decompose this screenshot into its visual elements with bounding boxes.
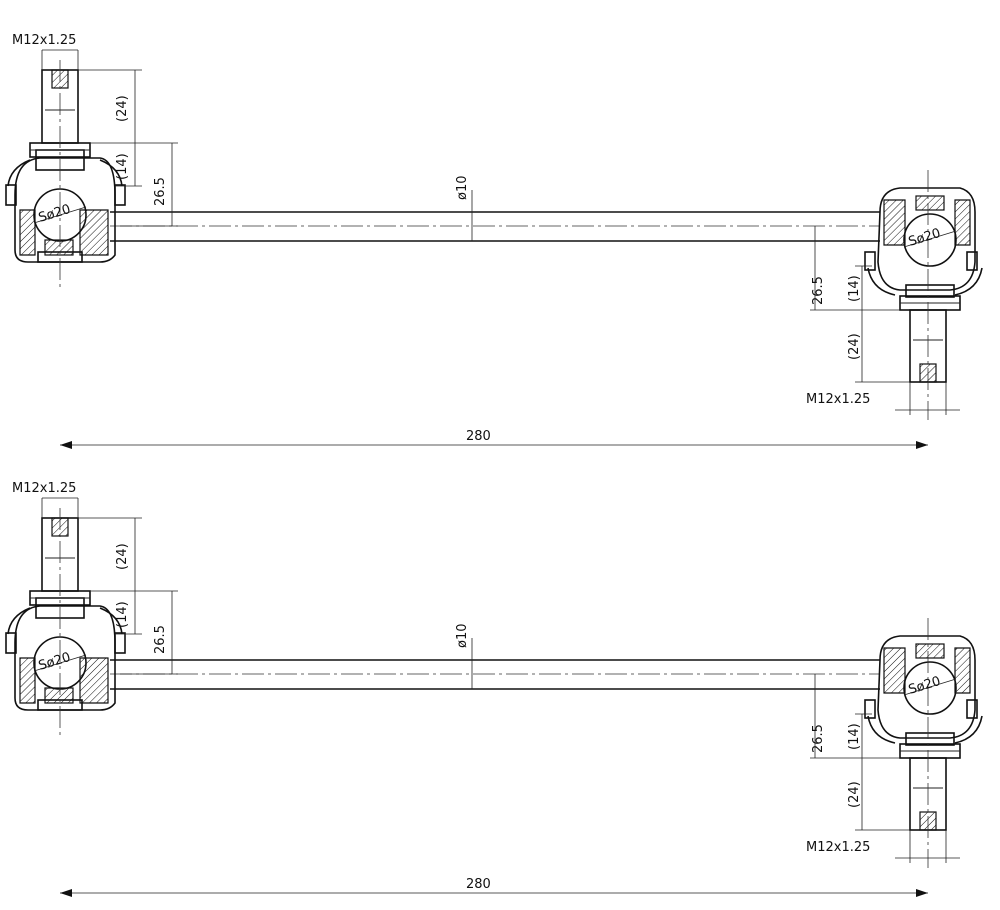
offset-left: 26.5: [153, 177, 168, 206]
nut-height-left: (14): [115, 153, 130, 180]
rod-diameter: ø10: [455, 624, 470, 649]
rod: [110, 211, 880, 242]
ball-diameter-right: Sø20: [907, 674, 943, 698]
ball-diameter-right: Sø20: [907, 226, 943, 250]
thread-label-right: M12x1.25: [806, 840, 870, 855]
ball-diameter-left: Sø20: [37, 650, 73, 674]
thread-label-right: M12x1.25: [806, 392, 870, 407]
thread-label-left: M12x1.25: [12, 481, 76, 496]
left-ball-joint: [5, 60, 126, 290]
nut-height-right: (14): [847, 275, 862, 302]
left-ball-joint: [5, 508, 126, 738]
dimensions-view-2: M12x1.25 (24) (14) 26.5 Sø20 ø10 Sø20 26…: [12, 481, 960, 897]
thread-label-left: M12x1.25: [12, 33, 76, 48]
offset-right: 26.5: [811, 724, 826, 753]
offset-left: 26.5: [153, 625, 168, 654]
stud-length-right: (24): [847, 333, 862, 360]
dimensions-view-1: M12x1.25 (24) (14) 26.5 Sø20 ø10 Sø20 2: [12, 33, 960, 449]
nut-height-right: (14): [847, 723, 862, 750]
right-ball-joint: [864, 170, 983, 420]
offset-right: 26.5: [811, 276, 826, 305]
rod-diameter: ø10: [455, 176, 470, 201]
view-1: M12x1.25 (24) (14) 26.5 Sø20 ø10 Sø20 2: [5, 33, 983, 449]
stud-length-left: (24): [115, 543, 130, 570]
ball-diameter-left: Sø20: [37, 202, 73, 226]
view-2: M12x1.25 (24) (14) 26.5 Sø20 ø10 Sø20 26…: [5, 481, 983, 897]
overall-length: 280: [466, 429, 491, 444]
stud-length-right: (24): [847, 781, 862, 808]
rod: [110, 659, 880, 690]
right-ball-joint: [864, 618, 983, 868]
overall-length: 280: [466, 877, 491, 892]
nut-height-left: (14): [115, 601, 130, 628]
stud-length-left: (24): [115, 95, 130, 122]
